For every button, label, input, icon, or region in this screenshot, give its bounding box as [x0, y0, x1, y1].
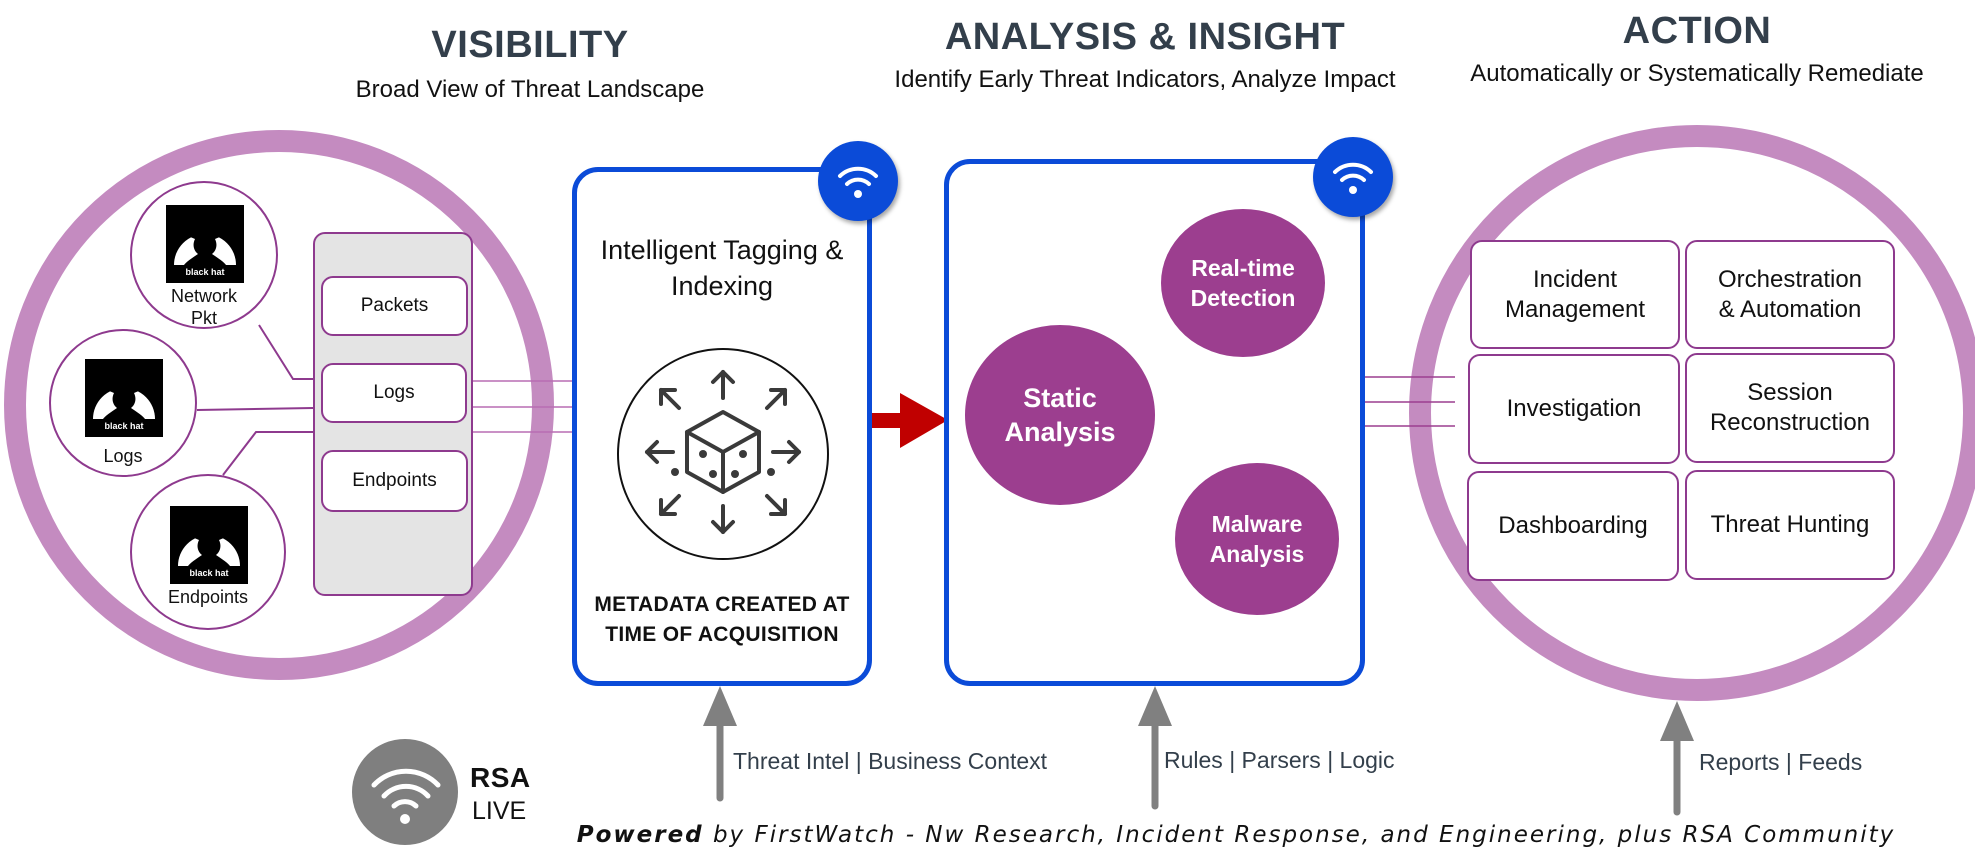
source-label: Network Pkt — [170, 286, 238, 328]
source-endpoints[interactable]: black hat Endpoints — [130, 474, 286, 630]
visibility-ring — [4, 130, 554, 680]
tagging-card: Intelligent Tagging & Indexing — [572, 167, 872, 686]
visibility-subtitle: Broad View of Threat Landscape — [355, 76, 705, 103]
tagging-title: Intelligent Tagging & Indexing — [600, 235, 844, 301]
feed-label-analysis: Rules | Parsers | Logic — [1164, 747, 1395, 773]
feed-label-tagging: Threat Intel | Business Context — [733, 748, 1048, 774]
action-incident-management[interactable]: Incident Management — [1470, 240, 1680, 349]
feed-arrow-tagging-icon — [703, 686, 737, 802]
tagging-footer: METADATA CREATED AT TIME OF ACQUISITION — [594, 593, 850, 646]
action-orchestration-automation[interactable]: Orchestration & Automation — [1685, 240, 1895, 349]
flow-arrow-icon — [870, 393, 948, 448]
connector-logs — [196, 407, 314, 411]
source-logs[interactable]: black hat Logs — [49, 329, 197, 477]
black-hat-logo-icon: black hat — [85, 359, 163, 437]
svg-text:black hat: black hat — [189, 568, 228, 578]
rsa-live-logo — [352, 739, 458, 845]
source-label: Logs — [103, 446, 143, 466]
black-hat-logo-icon: black hat — [170, 506, 248, 584]
footer-rest: by FirstWatch - Nw Research, Incident Re… — [703, 822, 1896, 848]
wifi-icon — [1333, 162, 1373, 194]
action-title: ACTION — [1622, 10, 1772, 52]
rsa-brand: RSA — [470, 762, 531, 793]
svg-text:black hat: black hat — [185, 267, 224, 277]
wifi-icon — [371, 768, 441, 824]
visibility-title: VISIBILITY — [431, 24, 629, 66]
feed-arrow-analysis-icon — [1138, 686, 1172, 810]
action-session-reconstruction[interactable]: Session Reconstruction — [1685, 353, 1895, 463]
analysis-subtitle: Identify Early Threat Indicators, Analyz… — [894, 66, 1396, 93]
source-label: Endpoints — [167, 587, 249, 607]
footer-lead: Powered — [576, 822, 704, 848]
powered-by-footer: Powered by FirstWatch - Nw Research, Inc… — [577, 822, 1896, 848]
action-threat-hunting[interactable]: Threat Hunting — [1685, 470, 1895, 580]
action-subtitle: Automatically or Systematically Remediat… — [1470, 60, 1924, 87]
wifi-badge-tagging[interactable] — [818, 141, 898, 221]
node-static-analysis[interactable]: Static Analysis — [965, 325, 1155, 505]
analysis-title: ANALYSIS & INSIGHT — [944, 16, 1346, 58]
svg-text:black hat: black hat — [104, 421, 143, 431]
action-investigation[interactable]: Investigation — [1468, 354, 1680, 464]
action-dashboarding[interactable]: Dashboarding — [1467, 471, 1679, 581]
feed-label-action: Reports | Feeds — [1699, 749, 1863, 775]
wifi-badge-analysis[interactable] — [1313, 137, 1393, 217]
source-network-pkt[interactable]: black hat Network Pkt — [130, 181, 278, 329]
wifi-icon — [838, 166, 878, 198]
black-hat-logo-icon: black hat — [166, 205, 244, 283]
node-realtime-detection[interactable]: Real-time Detection — [1161, 209, 1325, 357]
data-type-logs[interactable]: Logs — [321, 363, 467, 423]
connector-endpoints — [222, 431, 313, 476]
data-type-endpoints[interactable]: Endpoints — [321, 450, 468, 512]
data-type-packets[interactable]: Packets — [321, 276, 468, 336]
action-ring — [1409, 125, 1975, 701]
connector-network — [258, 324, 313, 380]
feed-arrow-action-icon — [1660, 701, 1694, 816]
node-malware-analysis[interactable]: Malware Analysis — [1175, 463, 1339, 615]
rsa-live-label: LIVE — [472, 797, 527, 825]
cube-expand-icon — [617, 348, 829, 560]
